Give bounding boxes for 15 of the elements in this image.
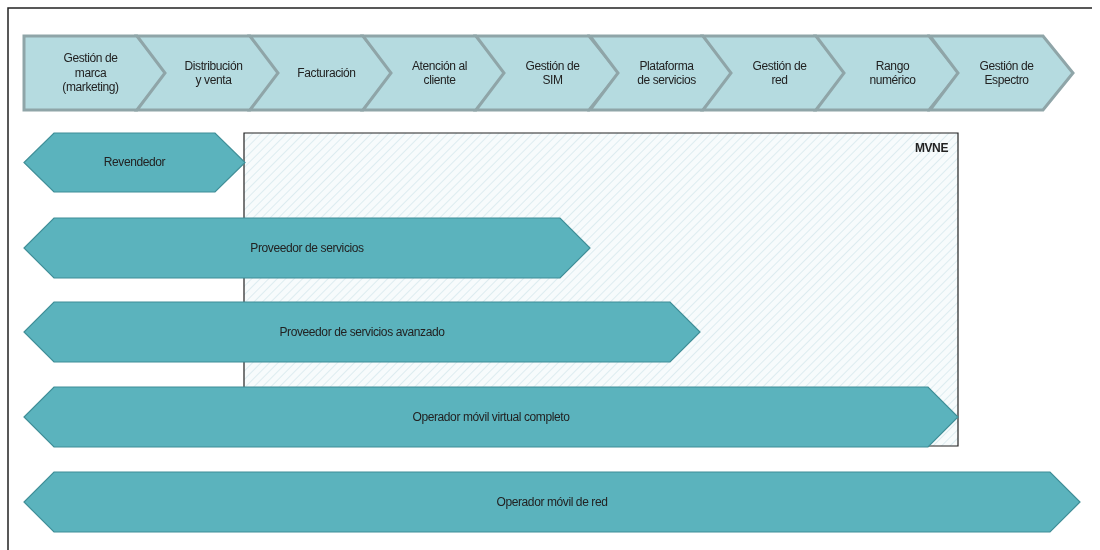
role-label: Operador móvil virtual completo	[412, 409, 570, 425]
step-label: Plataforma de servicios	[636, 58, 697, 88]
role-label: Proveedor de servicios avanzado	[279, 324, 445, 340]
step-label: Gestión de red	[751, 58, 808, 88]
role-label: Operador móvil de red	[496, 494, 608, 510]
step-label: Facturación	[296, 65, 357, 81]
step-label: Distribución y venta	[183, 58, 244, 88]
area-label: MVNE	[914, 141, 948, 156]
step-label: Gestión de marca (marketing)	[61, 51, 120, 95]
role-label: Proveedor de servicios	[250, 240, 364, 256]
step-label: Atención al cliente	[411, 58, 468, 88]
step-label: Gestión de SIM	[524, 58, 581, 88]
role-label: Revendedor	[103, 155, 166, 170]
step-label: Rango numérico	[868, 58, 917, 88]
step-label: Gestión de Espectro	[978, 58, 1035, 88]
